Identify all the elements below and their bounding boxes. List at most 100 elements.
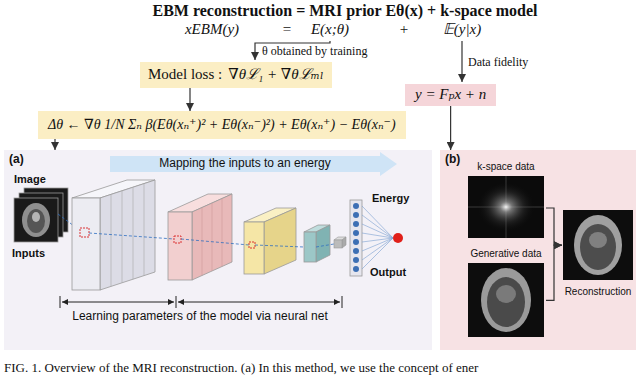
slice-line [133,187,134,279]
loss-box: Model loss : ∇θℒ₁ + ∇θℒₘₗ [140,62,332,88]
layer-side [316,225,330,262]
mri-head [22,203,50,237]
conv-layer [72,180,155,290]
image-box: Generative data [466,247,546,339]
unit [353,212,359,218]
unit [353,248,359,254]
layer-front [168,212,192,280]
panel-tag: (b) [445,153,460,167]
image-caption: Reconstruction [565,286,632,298]
arrow-note: θ obtained by training [262,45,367,59]
mri-brain [487,277,525,327]
mri-brain [580,224,616,270]
mapping-band [110,152,397,176]
equation-operator: = [283,21,291,38]
dense-link [362,224,393,238]
part-label: Energy [372,192,409,205]
pool-cube [334,237,346,248]
unit [353,203,359,209]
panel-tag: (a) [9,153,24,167]
layer-side [100,180,155,290]
part-label: Image [14,173,46,186]
flow-arrow [54,139,55,150]
dense-link [362,206,393,238]
panel-ground [4,150,432,350]
update-rule-box: Δθ ← ∇θ 1/N Σₙ β(Eθ(xₙ⁺)² + Eθ(xₙ⁻)²) + … [38,111,406,139]
box-text: ∇θℒ₁ + ∇θℒₘₗ [228,66,323,83]
slice-line [122,191,123,283]
slice-line [144,184,145,276]
mri-head [481,268,531,332]
equation-term: 𝔼(y|x) [443,21,481,38]
panel-ground [440,150,636,350]
span-arrow [178,302,340,303]
receptive-line [89,233,174,239]
reconstruction-image [563,210,633,280]
part-label: Output [370,266,406,279]
receptive-line [255,245,304,247]
kernel-window [174,236,181,243]
equation-term: E(x;θ) [311,21,349,38]
flow-arrow [189,88,190,111]
panel: (a) [4,150,432,350]
dense-link [362,238,393,269]
tick [60,296,61,308]
unit [353,230,359,236]
image-box: k-space data [466,160,546,240]
layer-front [72,198,100,290]
dense-link [362,238,393,260]
flow-arrow [546,245,562,300]
layer-front [304,232,316,262]
energy-output [393,233,403,243]
slice-line [212,203,213,271]
image-caption: Generative data [470,248,541,260]
cube-front [334,240,342,248]
mri-detail [32,212,40,222]
cube-side [342,237,346,248]
panel: (b) k-space dataGenerative dataReconstruc… [440,150,636,350]
slice-line [202,208,203,276]
kspace-image [468,176,544,238]
slice-line [111,194,112,286]
band-label: Mapping the inputs to an energy [159,157,330,171]
equation-term: xEBM(y) [185,21,239,38]
mri-brain [27,209,45,233]
dense-layer [350,200,362,276]
unit [353,239,359,245]
generative-image [468,263,544,337]
layer-side [192,194,232,280]
formula-text: Δθ ← ∇θ 1/N Σₙ β(Eθ(xₙ⁺)² + Eθ(xₙ⁻)²) + … [48,117,396,133]
dense-units [353,203,393,272]
unit [353,221,359,227]
layer-front [244,222,264,274]
unit [353,257,359,263]
unit [353,266,359,272]
dense-link [362,233,393,238]
tick [342,296,343,308]
flow-arrow [450,106,451,150]
span-arrow [62,302,174,303]
tick [176,296,177,308]
mri-detail [589,232,607,248]
mri-slice [14,198,58,242]
fidelity-box: y = Fₚx + n [405,84,496,106]
conv-layer [244,208,296,274]
box-text: Model loss : [148,66,222,83]
box-text: y = Fₚx + n [415,86,486,103]
image-box: Reconstruction [562,210,634,298]
receptive-line [316,244,334,247]
arrow-note: Data fidelity [468,56,528,70]
dense-link [362,215,393,238]
mri-detail [496,285,516,303]
equation-operator: + [400,21,408,38]
fidelity-arrow [461,41,462,82]
conv-layer [168,194,232,280]
kernel-window [249,242,255,248]
image-caption: k-space data [477,161,534,173]
figure-title: EBM reconstruction = MRI prior Eθ(x) + k… [152,2,537,20]
conv-layer [304,225,330,262]
span-label: Learning parameters of the model via neu… [72,310,328,324]
layer-side [264,208,296,274]
